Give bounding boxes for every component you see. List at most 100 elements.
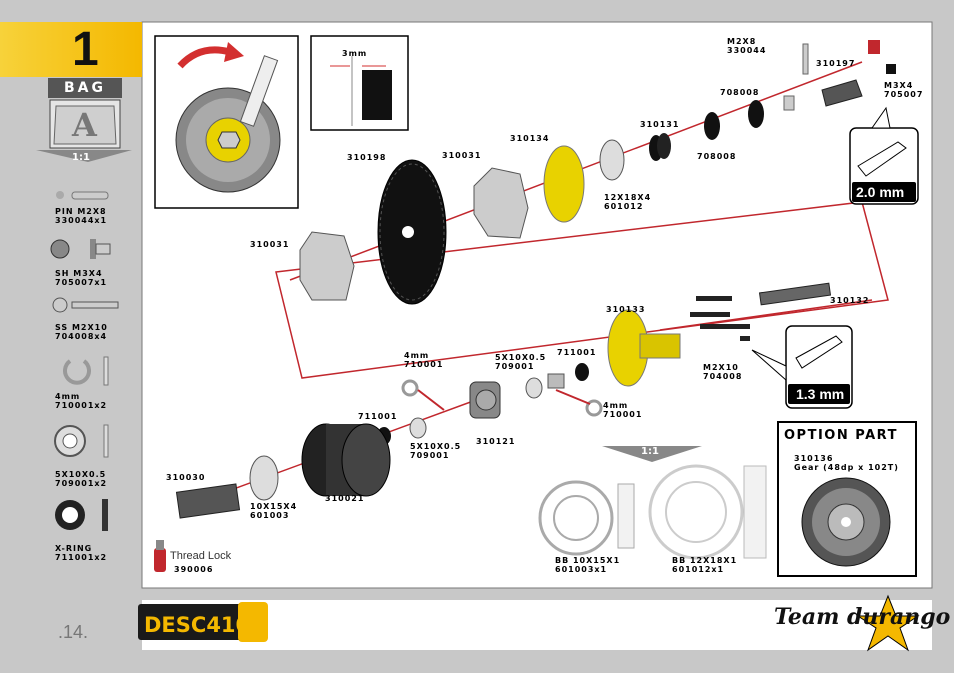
bearing-601003 <box>249 455 279 501</box>
setscrew-705007 <box>886 64 896 74</box>
bearing-601012-full <box>648 464 767 560</box>
threadlock-label: Thread Lock <box>170 550 232 562</box>
label-705007: M3X4 705007 <box>884 81 924 99</box>
label-310198: 310198 <box>347 153 387 162</box>
label-711001-top: 711001 <box>557 348 597 357</box>
bag-label: BAG <box>64 80 106 96</box>
brand-logo: Team durango <box>774 594 950 652</box>
sh-screw-icon <box>50 239 70 259</box>
brand-logo-text: Team durango <box>774 604 950 630</box>
gear-inset-gear <box>175 55 281 193</box>
threadlock-code: 390006 <box>174 565 214 574</box>
product-logo: DESC410R <box>138 602 268 642</box>
label-708008-a: 708008 <box>720 88 760 97</box>
label-310131: 310131 <box>640 120 680 129</box>
hex-key-large-icon <box>849 106 919 205</box>
slipper-plate-310134 <box>543 145 585 223</box>
washer-709001-bot <box>409 417 427 439</box>
label-310031-left: 310031 <box>250 240 290 249</box>
parts-scale-label: 1:1 <box>72 152 90 163</box>
screw-704008-a <box>690 312 730 317</box>
option-part-desc: Gear (48dp x 102T) <box>794 463 899 472</box>
clip-710001-bot <box>585 399 603 417</box>
pin-330044 <box>783 95 795 111</box>
hex-key-small-label: 1.3 mm <box>796 386 845 402</box>
screw-704008-c <box>696 296 732 301</box>
bag-icon <box>36 78 132 162</box>
measure-label: 3mm <box>342 49 368 58</box>
label-310121: 310121 <box>476 437 516 446</box>
parts-item-clip-name: 4mm <box>55 392 81 401</box>
label-601003: 10X15X4 601003 <box>250 502 298 520</box>
label-310021: 310021 <box>325 494 365 503</box>
parts-item-ss-name: SS M2X10 <box>55 323 108 332</box>
outdrive-310030 <box>175 483 241 519</box>
spring-310131 <box>649 133 671 161</box>
step-badge <box>0 22 142 77</box>
ss-screw-icon <box>52 297 68 313</box>
bearing-scale-banner <box>602 446 702 462</box>
label-710001-bot: 4mm 710001 <box>603 401 643 419</box>
threadlock-bottle <box>154 548 166 572</box>
label-704008: M2X10 704008 <box>703 363 743 381</box>
outdrive-310197 <box>821 79 863 107</box>
label-bb-601012: BB 12X18X1 601012x1 <box>672 556 738 574</box>
rotate-arrow-icon <box>177 46 231 69</box>
threadlock-bottle-top <box>868 40 880 54</box>
parts-item-washer-code: 709001x2 <box>55 479 108 488</box>
step-number: 1 <box>72 23 99 76</box>
product-logo-text: DESC410R <box>144 613 266 637</box>
parts-item-pin-name: PIN M2X8 <box>55 207 107 216</box>
label-310197: 310197 <box>816 59 856 68</box>
bearing-601012 <box>599 139 625 181</box>
option-gear-310136 <box>801 477 891 567</box>
label-310031-top: 310031 <box>442 151 482 160</box>
parts-item-ss-code: 704008x4 <box>55 332 108 341</box>
clip-710001-top <box>401 379 419 397</box>
parts-item-pin-code: 330044x1 <box>55 216 108 225</box>
parts-item-xring-name: X-RING <box>55 544 93 553</box>
bearing-601003-full <box>538 480 635 556</box>
bag-letter: A <box>72 106 97 144</box>
xring-708008-a <box>748 100 764 128</box>
parts-item-washer-name: 5X10X0.5 <box>55 470 107 479</box>
washer-709001-top-b <box>525 377 543 399</box>
label-310030: 310030 <box>166 473 206 482</box>
hex-key-large-label: 2.0 mm <box>856 184 905 200</box>
subassembly-outline <box>275 201 889 379</box>
parts-list-icons <box>50 191 119 531</box>
label-709001-bot: 5X10X0.5 709001 <box>410 442 462 460</box>
e-clip-icon <box>63 359 91 385</box>
label-709001-top: 5X10X0.5 709001 <box>495 353 547 371</box>
bearing-scale-label: 1:1 <box>641 446 659 457</box>
option-part-title: OPTION PART <box>784 428 898 443</box>
label-310132: 310132 <box>830 296 870 305</box>
screw-704008-d <box>740 336 750 341</box>
xring-711001-top <box>575 363 589 381</box>
spur-gear-310198 <box>377 159 447 305</box>
diff-gear-310121 <box>469 381 501 419</box>
diff-housing-310133 <box>607 309 681 387</box>
parts-item-clip-code: 710001x2 <box>55 401 108 410</box>
option-part-code: 310136 <box>794 454 834 463</box>
slipper-pad-310031-left <box>299 231 355 301</box>
diff-case-310021 <box>301 423 391 497</box>
parts-item-sh-name: SH M3X4 <box>55 269 103 278</box>
xring-708008-b <box>704 112 720 140</box>
label-710001-top: 4mm 710001 <box>404 351 444 369</box>
slipper-pad-310031-top <box>473 167 529 239</box>
label-bb-601003: BB 10X15X1 601003x1 <box>555 556 621 574</box>
hex-key-small-icon <box>751 325 853 409</box>
pin-icon <box>56 191 64 199</box>
label-601012: 12X18X4 601012 <box>604 193 652 211</box>
parts-item-xring-code: 711001x2 <box>55 553 108 562</box>
label-310134: 310134 <box>510 134 550 143</box>
exploded-diagram <box>154 35 919 577</box>
page-number: .14. <box>58 622 89 642</box>
screw-704008-b <box>700 324 750 329</box>
washer-709001-top <box>547 373 565 389</box>
shaft-310132 <box>758 282 832 306</box>
label-708008-b: 708008 <box>697 152 737 161</box>
pin-330044-upright <box>802 43 809 75</box>
